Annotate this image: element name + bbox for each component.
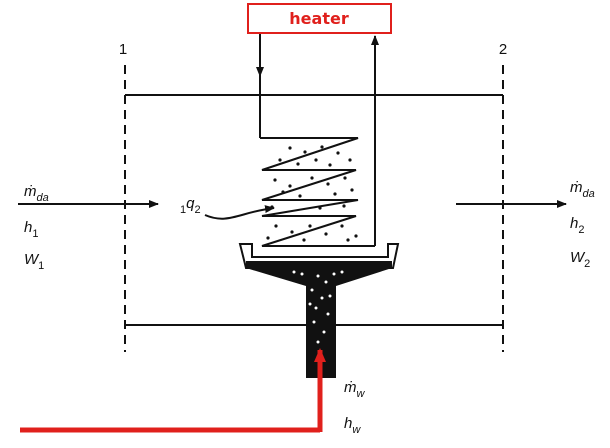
heater-box: heater	[247, 3, 392, 34]
humidifier-nozzle	[238, 243, 400, 378]
water-mass-flow-label: ṁw	[344, 379, 366, 400]
coil-zigzag	[260, 137, 375, 247]
inlet-enthalpy-label: h1	[24, 219, 38, 240]
water-enthalpy-label: hw	[344, 415, 361, 436]
nozzle-spray-dots	[292, 270, 344, 344]
outlet-enthalpy-label: h2	[570, 215, 584, 236]
inlet-mass-flow-label: ṁda	[24, 183, 49, 204]
heat-transfer-arrow	[204, 205, 275, 220]
water-supply-line	[20, 348, 326, 433]
coil-spray-dots	[266, 145, 358, 242]
outlet-humidity-label: W2	[570, 249, 590, 270]
inlet-humidity-label: W1	[24, 251, 44, 272]
outlet-section-label: 2	[499, 41, 507, 58]
inlet-section-label: 1	[119, 41, 127, 58]
heat-label: 1q2	[180, 195, 201, 216]
outlet-mass-flow-label: ṁda	[570, 179, 595, 200]
heater-coil	[256, 34, 379, 247]
heater-label: heater	[289, 9, 349, 28]
